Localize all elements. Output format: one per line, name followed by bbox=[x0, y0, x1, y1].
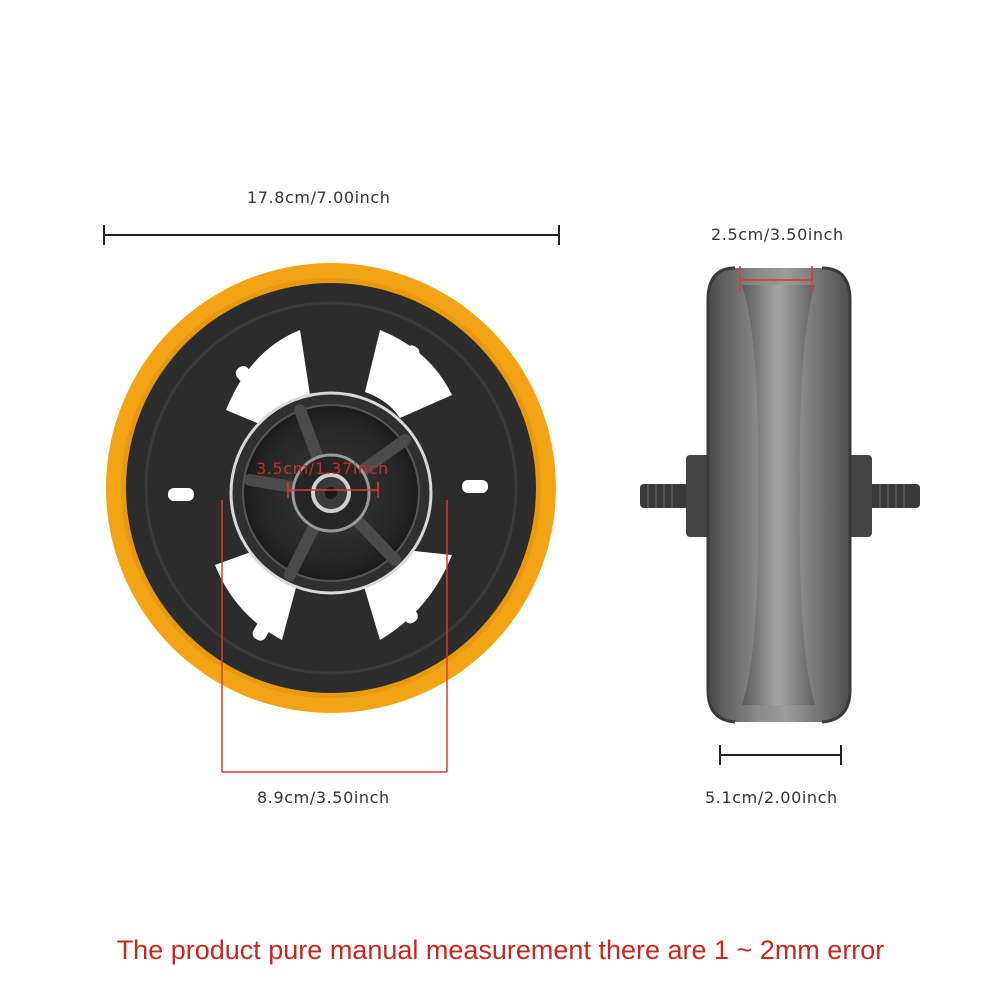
hub-diameter-label: 8.9cm/3.50inch bbox=[257, 788, 390, 807]
overall-width-label: 5.1cm/2.00inch bbox=[705, 788, 838, 807]
rim-width-label: 2.5cm/3.50inch bbox=[711, 225, 844, 244]
measurement-disclaimer: The product pure manual measurement ther… bbox=[116, 935, 885, 965]
overall-diameter-label: 17.8cm/7.00inch bbox=[247, 188, 391, 207]
rim-slots bbox=[168, 345, 488, 641]
front-wheel bbox=[106, 263, 556, 713]
side-wheel bbox=[640, 266, 920, 724]
bearing-diameter-marker bbox=[287, 482, 379, 498]
bearing-diameter-label: 3.5cm/1.37inch bbox=[256, 459, 389, 478]
overall-width-marker bbox=[719, 745, 842, 765]
rim-width-marker bbox=[739, 266, 813, 292]
hub-diameter-marker bbox=[221, 500, 448, 773]
overall-diameter-marker bbox=[103, 225, 560, 245]
